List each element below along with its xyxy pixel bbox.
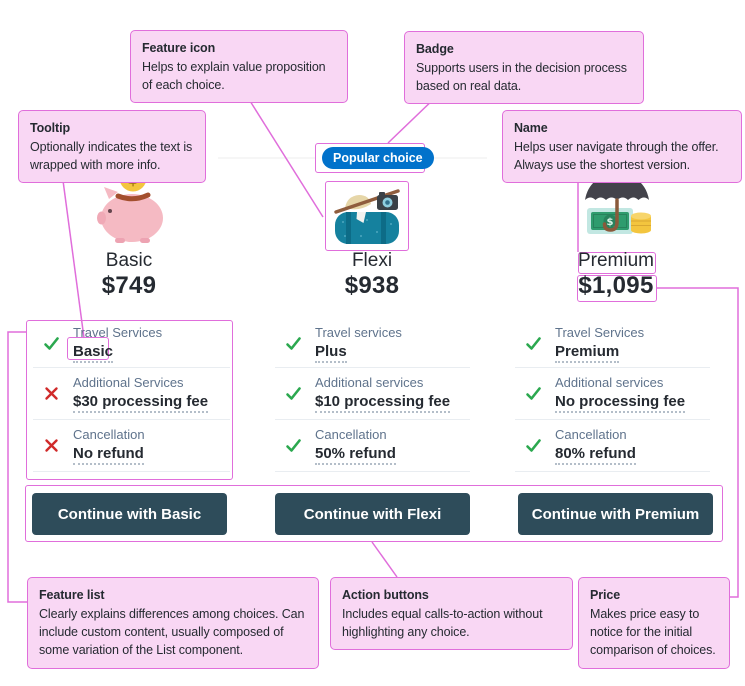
outline-feature-icon [325, 181, 409, 251]
callout-tooltip: Tooltip Optionally indicates the text is… [18, 110, 206, 184]
continue-with-flexi-button[interactable]: Continue with Flexi [275, 493, 470, 535]
feature-value-tooltip[interactable]: 50% refund [315, 445, 396, 465]
feature-label: Cancellation [73, 426, 145, 442]
check-icon [286, 387, 301, 400]
popular-choice-badge: Popular choice [322, 147, 434, 169]
check-icon [44, 337, 59, 350]
feature-label: Additional Services [73, 374, 184, 390]
callout-title: Name [514, 121, 548, 135]
plan-price-premium: $1,095 [578, 272, 654, 299]
plan-price-basic: $749 [101, 272, 157, 299]
callout-title: Feature list [39, 588, 105, 602]
travel-bag-icon [334, 189, 400, 244]
feature-row: Cancellation 80% refund [515, 420, 710, 472]
callout-body: Helps user navigate through the offer. A… [514, 140, 719, 173]
callout-title: Price [590, 588, 621, 602]
feature-label: Cancellation [555, 426, 627, 442]
cross-icon [45, 387, 58, 400]
callout-feature-list: Feature list Clearly explains difference… [27, 577, 319, 669]
feature-label: Travel services [315, 324, 402, 340]
continue-with-basic-button[interactable]: Continue with Basic [32, 493, 227, 535]
plan-price-flexi: $938 [344, 272, 400, 299]
feature-value-tooltip[interactable]: Premium [555, 343, 620, 363]
outline-name [578, 252, 656, 274]
callout-feature-icon: Feature icon Helps to explain value prop… [130, 30, 348, 104]
feature-label: Cancellation [315, 426, 387, 442]
feature-value-tooltip[interactable]: $10 processing fee [315, 393, 451, 413]
feature-value-tooltip[interactable]: No processing fee [555, 393, 686, 413]
continue-with-premium-button[interactable]: Continue with Premium [518, 493, 713, 535]
check-icon [526, 439, 541, 452]
callout-price: Price Makes price easy to notice for the… [578, 577, 730, 669]
callout-title: Action buttons [342, 588, 429, 602]
check-icon [286, 439, 301, 452]
feature-row: Cancellation 50% refund [275, 420, 470, 472]
callout-body: Clearly explains differences among choic… [39, 607, 305, 658]
feature-value-tooltip[interactable]: Plus [315, 343, 347, 363]
callout-badge: Badge Supports users in the decision pro… [404, 31, 644, 105]
callout-title: Feature icon [142, 41, 216, 55]
callout-action-buttons: Action buttons Includes equal calls-to-a… [330, 577, 573, 651]
check-icon [526, 387, 541, 400]
feature-value-tooltip[interactable]: $30 processing fee [73, 393, 209, 413]
callout-body: Helps to explain value proposition of ea… [142, 60, 326, 93]
feature-value-tooltip[interactable]: Basic [73, 343, 114, 363]
check-icon [526, 337, 541, 350]
feature-value-tooltip[interactable]: 80% refund [555, 445, 636, 465]
feature-row: Cancellation No refund [33, 420, 230, 472]
check-icon [286, 337, 301, 350]
callout-body: Supports users in the decision process b… [416, 61, 627, 94]
feature-row: Additional services No processing fee [515, 368, 710, 420]
callout-body: Optionally indicates the text is wrapped… [30, 140, 193, 173]
callout-name: Name Helps user navigate through the off… [502, 110, 742, 184]
plan-name-flexi: Flexi [351, 250, 393, 271]
callout-body: Includes equal calls-to-action without h… [342, 607, 543, 640]
feature-row: Additional Services $30 processing fee [33, 368, 230, 420]
feature-value-tooltip[interactable]: No refund [73, 445, 144, 465]
callout-title: Badge [416, 42, 454, 56]
callout-body: Makes price easy to notice for the initi… [590, 607, 716, 658]
plan-name-basic: Basic [105, 250, 153, 271]
outline-price [577, 275, 657, 302]
outline-tooltip-value [67, 337, 109, 360]
feature-row: Additional services $10 processing fee [275, 368, 470, 420]
cross-icon [45, 439, 58, 452]
outline-action-buttons [25, 485, 723, 542]
feature-label: Additional services [315, 374, 424, 390]
feature-label: Travel Services [73, 324, 163, 340]
callout-title: Tooltip [30, 121, 71, 135]
plan-name-premium: Premium [577, 250, 654, 271]
svg-text:$: $ [607, 217, 614, 228]
outline-feature-list [26, 320, 233, 480]
feature-label: Additional services [555, 374, 664, 390]
feature-label: Travel Services [555, 324, 645, 340]
